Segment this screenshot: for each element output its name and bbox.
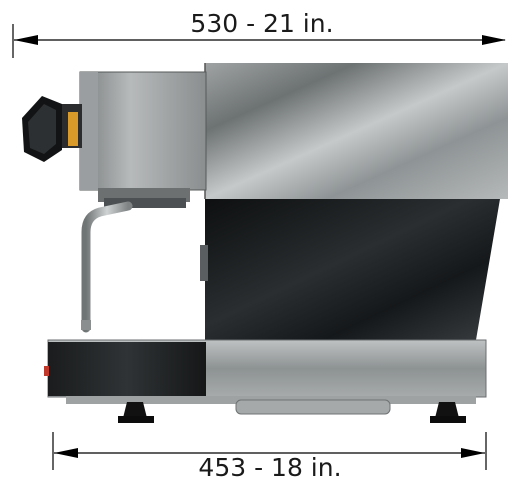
steam-knob-icon [22, 96, 82, 162]
body-side-detail [200, 245, 208, 281]
bottom-dimension-right-arrow [461, 448, 485, 458]
top-dimension-left-arrow [14, 35, 38, 45]
bottom-dimension: 453 - 18 in. [52, 432, 487, 482]
lower-body [205, 199, 500, 340]
steam-wand [81, 201, 133, 333]
drip-tray-indicator [44, 366, 49, 376]
group-head-front-panel [80, 72, 98, 190]
feet [118, 402, 466, 423]
pump-cylinder [235, 399, 391, 415]
top-dimension-right-arrow [482, 35, 506, 45]
steam-wand-tip [81, 320, 91, 330]
group-head-housing [79, 71, 207, 191]
foot-right [435, 402, 459, 418]
drip-tray [48, 342, 206, 396]
top-dimension: 530 - 21 in. [12, 9, 506, 58]
group-head-collar [104, 198, 186, 208]
foot-left [123, 402, 147, 418]
espresso-machine [22, 63, 508, 423]
top-dimension-label: 530 - 21 in. [190, 9, 333, 38]
bottom-dimension-left-arrow [54, 448, 78, 458]
bottom-dimension-label: 453 - 18 in. [198, 453, 341, 482]
top-housing [205, 63, 508, 199]
